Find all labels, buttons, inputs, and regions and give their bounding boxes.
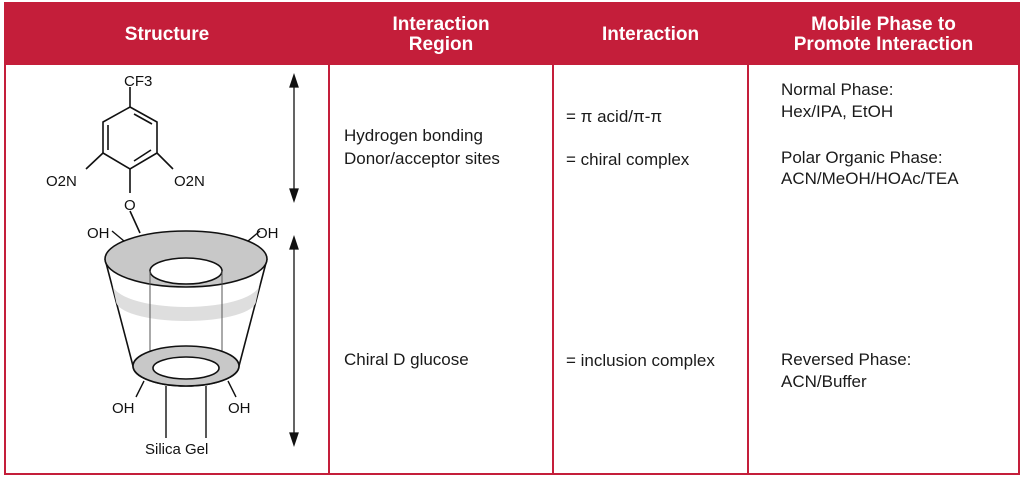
cyclodextrin-cone <box>104 230 268 438</box>
interaction-inclusion-complex: = inclusion complex <box>566 351 715 370</box>
bottom-cavity <box>152 356 220 380</box>
header-mobile-phase: Mobile Phase to Promote Interaction <box>793 13 974 55</box>
mobile-reversed-value: ACN/Buffer <box>781 372 867 391</box>
interaction-chiral-complex: = chiral complex <box>566 150 690 169</box>
region-chiral-glucose: Chiral D glucose <box>344 350 469 369</box>
region-donor-acceptor: Donor/acceptor sites <box>344 149 500 168</box>
mobile-normal-value: Hex/IPA, EtOH <box>781 102 894 121</box>
mobile-polar-label: Polar Organic Phase: <box>781 148 943 167</box>
oh-bottom-left-label: OH <box>112 400 135 417</box>
no2-left-label: O2N <box>46 173 77 190</box>
header-interaction-region: Interaction Region <box>392 13 490 55</box>
header-structure: Structure <box>124 23 210 45</box>
mobile-polar-value: ACN/MeOH/HOAc/TEA <box>781 169 959 188</box>
table-header: Structure Interaction Region Interaction… <box>6 4 1018 65</box>
oh-bottom-right-label: OH <box>228 400 251 417</box>
mobile-normal-label: Normal Phase: <box>781 80 894 99</box>
ether-oxygen-label: O <box>124 197 136 214</box>
cyclodextrin-structure-diagram: CF3 O2N O2N O OH OH OH OH Silica Gel <box>46 72 299 458</box>
region-hydrogen-bonding: Hydrogen bonding <box>344 126 483 145</box>
interaction-pi-acid: = π acid/π-π <box>566 107 663 126</box>
silica-gel-label: Silica Gel <box>145 441 208 458</box>
top-cavity <box>149 257 223 285</box>
oh-top-right-label: OH <box>256 225 279 242</box>
chiral-phase-table: Structure Interaction Region Interaction… <box>4 2 1020 475</box>
header-interaction: Interaction <box>601 23 700 45</box>
column-divider <box>328 4 330 473</box>
benzene-ring <box>85 87 174 234</box>
column-divider <box>747 4 749 473</box>
region-arrows <box>289 72 299 448</box>
column-divider <box>552 4 554 473</box>
cf3-label: CF3 <box>124 73 152 90</box>
mobile-reversed-label: Reversed Phase: <box>781 350 912 369</box>
oh-top-left-label: OH <box>87 225 110 242</box>
no2-right-label: O2N <box>174 173 205 190</box>
